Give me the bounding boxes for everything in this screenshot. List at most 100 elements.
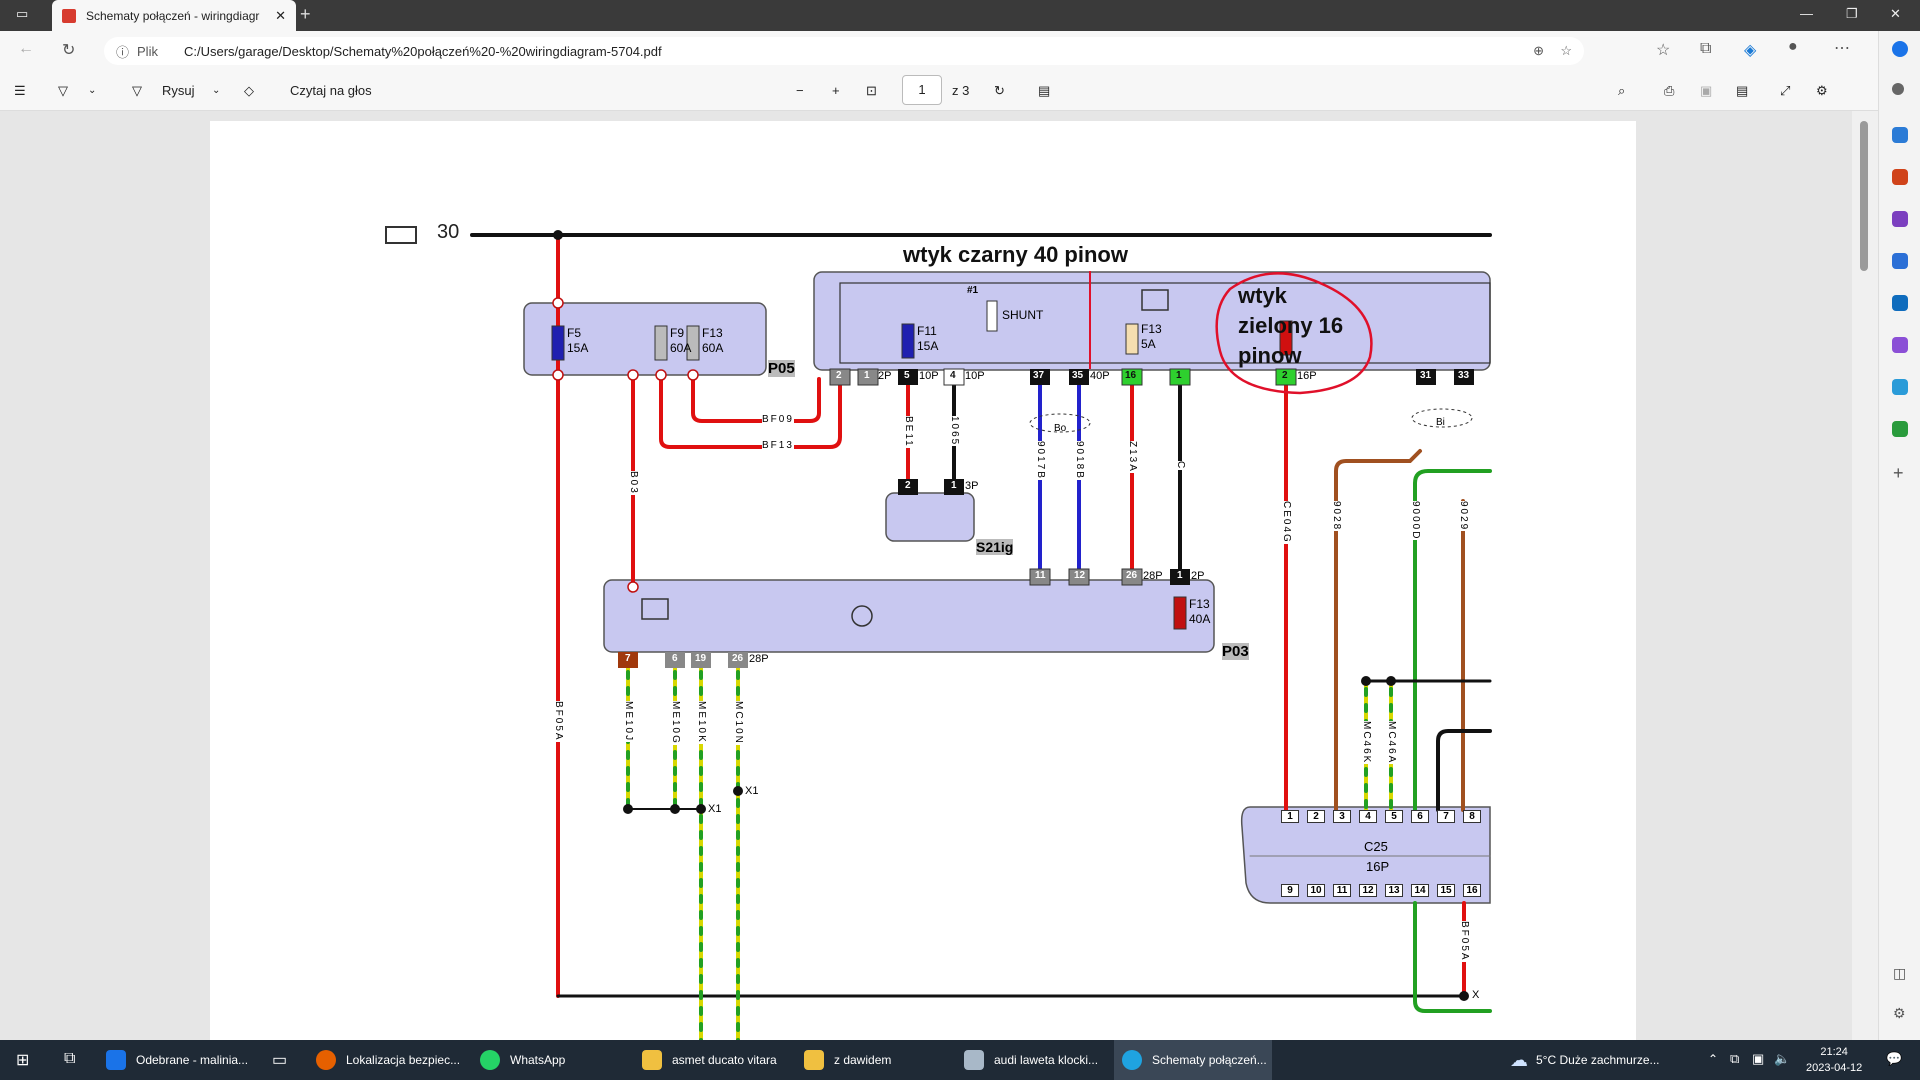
fuse-rating: 5A: [1141, 337, 1156, 351]
minimize-icon[interactable]: —: [1800, 6, 1813, 21]
taskbar-item-edge[interactable]: Schematy połączeń...: [1114, 1040, 1272, 1080]
eraser-icon[interactable]: ◇: [244, 83, 254, 98]
address-bar[interactable]: ⓘ Plik C:/Users/garage/Desktop/Schematy%…: [104, 37, 1584, 65]
pin-number: 6: [672, 653, 678, 664]
tray-expand-icon[interactable]: ⌃: [1708, 1052, 1719, 1066]
bing-icon[interactable]: [1892, 41, 1908, 57]
wire-label: MC10N: [733, 701, 744, 745]
fuse-id: F11: [917, 324, 937, 338]
save-icon[interactable]: ▣: [1700, 83, 1713, 98]
c25-pin: 3: [1333, 810, 1351, 823]
back-icon[interactable]: ←: [18, 40, 34, 57]
scrollbar-thumb[interactable]: [1860, 121, 1868, 271]
fuse-f13-60a-label: F13 60A: [702, 326, 723, 356]
taskbar-item-excel[interactable]: audi laweta klocki...: [964, 1040, 1114, 1080]
save-as-icon[interactable]: ▤: [1736, 83, 1749, 98]
taskbar-item-firefox[interactable]: Lokalizacja bezpiec...: [316, 1040, 466, 1080]
outlook-icon[interactable]: [1892, 295, 1908, 311]
page-view-icon[interactable]: ▤: [1038, 83, 1051, 98]
module-p05-label: P05: [768, 360, 795, 377]
refresh-icon[interactable]: ↻: [62, 42, 76, 59]
clock[interactable]: 21:24 2023-04-12: [1806, 1044, 1862, 1076]
c25-pin: 2: [1307, 810, 1325, 823]
draw-label[interactable]: Rysuj: [162, 83, 195, 98]
start-icon[interactable]: ⊞: [16, 1052, 30, 1069]
splice-label: X1: [708, 803, 722, 815]
profile-avatar[interactable]: ●: [1788, 38, 1798, 55]
zoom-in-icon[interactable]: +: [832, 83, 840, 98]
page-number-input[interactable]: 1: [902, 75, 942, 105]
favorite-icon[interactable]: ☆: [1560, 43, 1572, 58]
tools-icon[interactable]: [1892, 169, 1908, 185]
contents-icon[interactable]: ☰: [14, 83, 26, 98]
cloud-icon: ☁: [1510, 1049, 1528, 1070]
more-menu-icon[interactable]: ⋯: [1834, 40, 1850, 57]
battery-label: 30: [437, 221, 460, 243]
taskbar-item-label: Schematy połączeń...: [1152, 1053, 1267, 1067]
fuse-rating: 60A: [670, 341, 692, 355]
wire-label: 9028: [1331, 501, 1342, 532]
performance-icon[interactable]: ◈: [1744, 42, 1757, 59]
c25-pin: 7: [1437, 810, 1455, 823]
tab-actions-icon[interactable]: ▭: [16, 6, 29, 21]
wire-label: MC46A: [1386, 721, 1397, 765]
task-view-icon[interactable]: ⧉: [64, 1050, 76, 1067]
games-icon[interactable]: [1892, 211, 1908, 227]
designer-icon[interactable]: [1892, 337, 1908, 353]
fullscreen-icon[interactable]: ⤢: [1780, 83, 1791, 98]
vertical-scrollbar[interactable]: [1852, 111, 1878, 1040]
weather-widget[interactable]: ☁ 5°C Duże zachmurze...: [1510, 1040, 1660, 1080]
search-icon[interactable]: ⌕: [1618, 83, 1626, 98]
highlight-dropdown-icon[interactable]: ⌄: [88, 85, 97, 96]
zoom-out-icon[interactable]: −: [796, 83, 804, 98]
settings-icon[interactable]: ⚙: [1816, 83, 1828, 98]
taskbar-item-folder-2[interactable]: z dawidem: [804, 1040, 954, 1080]
collections-icon[interactable]: ⧉: [1700, 40, 1712, 57]
taskbar-item-mail[interactable]: Odebrane - malinia...: [106, 1040, 256, 1080]
pdf-viewport[interactable]: 30 wtyk czarny 40 pinow wtyk zielony 16 …: [0, 111, 1852, 1040]
fuse-id: F13: [1141, 322, 1162, 336]
office-icon[interactable]: [1892, 253, 1908, 269]
tray-window-icon[interactable]: ⧉: [1730, 1051, 1740, 1066]
wire-label: 1065: [949, 416, 960, 447]
draw-icon[interactable]: ▽: [132, 83, 142, 98]
wire-label: Z13A: [1127, 441, 1138, 473]
fuse-f5-label: F5 15A: [567, 326, 588, 356]
highlight-icon[interactable]: ▽: [58, 83, 68, 98]
fuse-f13-40a-label: F13 40A: [1189, 597, 1210, 627]
print-icon[interactable]: ⎙: [1664, 83, 1675, 98]
draw-dropdown-icon[interactable]: ⌄: [212, 85, 221, 96]
tree-icon[interactable]: [1892, 421, 1908, 437]
new-tab-icon[interactable]: +: [300, 4, 311, 24]
module-s21-label: S21ig: [976, 539, 1014, 555]
shopping-icon[interactable]: [1892, 127, 1908, 143]
favorites-icon[interactable]: ☆: [1656, 42, 1671, 59]
taskbar-item-folder-1[interactable]: asmet ducato vitara: [642, 1040, 792, 1080]
c25-pin: 4: [1359, 810, 1377, 823]
close-window-icon[interactable]: ✕: [1890, 6, 1901, 21]
info-icon[interactable]: ⓘ: [116, 44, 130, 60]
close-tab-icon[interactable]: ✕: [275, 7, 286, 23]
restore-icon[interactable]: ❐: [1846, 6, 1858, 21]
address-url[interactable]: C:/Users/garage/Desktop/Schematy%20połąc…: [183, 43, 662, 59]
fuse-f9: [654, 325, 668, 361]
annotation-black-connector: wtyk czarny 40 pinow: [903, 242, 1128, 267]
fit-page-icon[interactable]: ⊡: [866, 83, 877, 98]
rotate-icon[interactable]: ↻: [994, 83, 1005, 98]
zoom-icon[interactable]: ⊕: [1533, 43, 1544, 58]
send-icon[interactable]: [1892, 379, 1908, 395]
browser-tab-active[interactable]: Schematy połączeń - wiringdiagr ✕: [52, 0, 296, 31]
notifications-icon[interactable]: 💬: [1886, 1051, 1903, 1066]
edge-icon: [1122, 1050, 1142, 1070]
read-aloud-label[interactable]: Czytaj na głos: [290, 83, 372, 98]
sidebar-layout-icon[interactable]: ◫: [1893, 965, 1907, 981]
fuse-id: F13: [1189, 597, 1210, 611]
volume-icon[interactable]: 🔈: [1774, 1051, 1791, 1066]
tray-app-icon[interactable]: ▣: [1752, 1051, 1765, 1066]
sidebar-settings-icon[interactable]: ⚙: [1893, 1005, 1906, 1021]
taskbar-item-whatsapp[interactable]: WhatsApp: [480, 1040, 620, 1080]
add-sidebar-icon[interactable]: +: [1893, 463, 1904, 483]
laptop-icon[interactable]: ▭: [272, 1052, 288, 1069]
search-sidebar-icon[interactable]: [1892, 83, 1904, 95]
connector-tag: 16P: [1297, 370, 1317, 382]
